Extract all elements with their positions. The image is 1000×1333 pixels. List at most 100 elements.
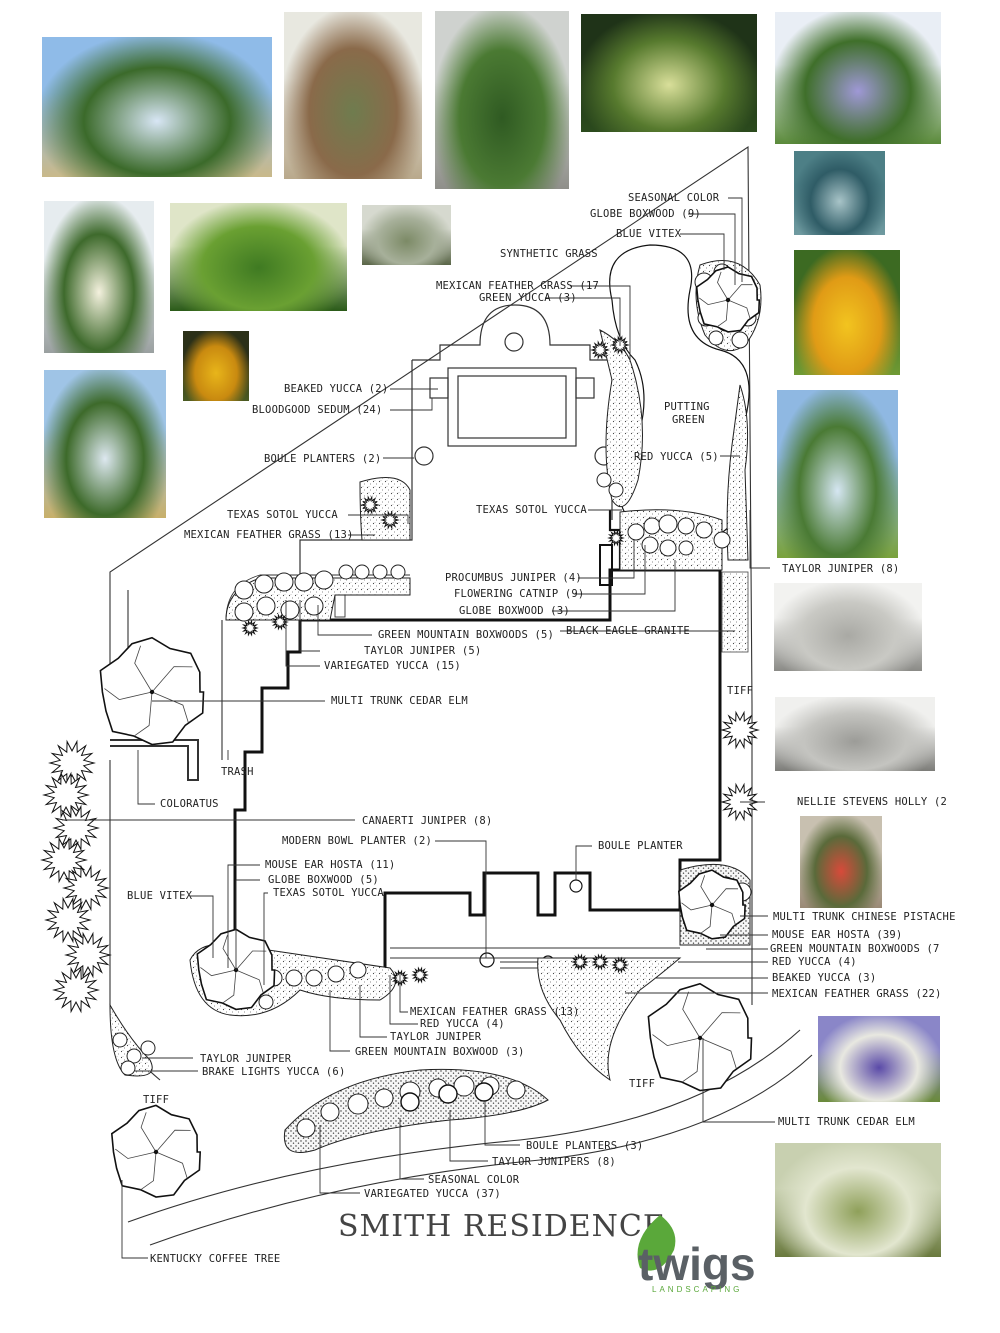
holly-symbol — [62, 864, 110, 912]
label-procumbus-juniper-4: PROCUMBUS JUNIPER (4) — [445, 572, 582, 584]
shrub-symbol — [305, 969, 323, 987]
shrub-symbol — [294, 572, 314, 592]
shrub-symbol — [112, 1032, 128, 1048]
label-modern-bowl-planter-2: MODERN BOWL PLANTER (2) — [282, 835, 432, 847]
photo-taylor-juniper — [777, 390, 898, 558]
label-boule-planters-2: BOULE PLANTERS (2) — [264, 453, 381, 465]
label-nellie-stevens-holly: NELLIE STEVENS HOLLY (2 — [797, 796, 947, 808]
label-seasonal-color-bottom: SEASONAL COLOR — [428, 1174, 520, 1186]
shrub-symbol — [285, 969, 303, 987]
holly-symbol — [590, 340, 610, 360]
label-mouse-ear-hosta-39: MOUSE EAR HOSTA (39) — [772, 929, 902, 941]
black-eagle-granite-strip — [721, 571, 749, 653]
shrub-symbol — [280, 600, 300, 620]
holly-symbol — [42, 771, 90, 819]
holly-symbols — [40, 335, 760, 1014]
twigs-logo: twigs LANDSCAPING — [637, 1215, 756, 1294]
photo-balled-yucca-plants — [284, 12, 422, 179]
label-taylor-junipers-8: TAYLOR JUNIPERS (8) — [492, 1156, 616, 1168]
shrub-symbol — [338, 564, 354, 580]
shrub-symbol — [659, 539, 677, 557]
photo-vitex-tree — [775, 12, 941, 144]
plan-title: SMITH RESIDENCE — [338, 1209, 666, 1244]
label-red-yucca-5: RED YUCCA (5) — [634, 451, 719, 463]
shrub-symbol — [658, 514, 678, 534]
tree-symbol — [695, 266, 761, 333]
shrub-symbol — [304, 596, 324, 616]
label-flowering-catnip-9: FLOWERING CATNIP (9) — [454, 588, 584, 600]
label-taylor-juniper-5: TAYLOR JUNIPER (5) — [364, 645, 481, 657]
tiff-label-2: TIFF — [629, 1078, 655, 1090]
shrub-symbol — [126, 1048, 142, 1064]
label-texas-sotol-yucca-center: TEXAS SOTOL YUCCA — [476, 504, 587, 516]
shrub-symbol — [254, 574, 274, 594]
shrub-symbol — [390, 564, 406, 580]
shrub-symbol — [374, 1088, 394, 1108]
holly-symbol — [48, 739, 96, 787]
shrub-symbol — [677, 517, 695, 535]
trash-label: TRASH — [221, 766, 254, 778]
label-green-mountain-boxwoods-7: GREEN MOUNTAIN BOXWOODS (7 — [770, 943, 940, 955]
tiff-label-1: TIFF — [727, 685, 753, 697]
shrub-symbol — [608, 482, 624, 498]
shrub-symbol — [296, 1118, 316, 1138]
synthetic-grass-label: SYNTHETIC GRASS — [500, 248, 598, 260]
photo-blue-hosta — [794, 151, 885, 235]
holly-symbol — [360, 495, 380, 515]
shrub-symbol — [140, 1040, 156, 1056]
shrub-symbol — [731, 331, 749, 349]
plant-labels: SEASONAL COLOR GLOBE BOXWOOD (9) BLUE VI… — [127, 192, 955, 1265]
tree-symbol — [99, 636, 205, 746]
label-black-eagle-granite: BLACK EAGLE GRANITE — [566, 625, 690, 637]
label-globe-boxwood-9: GLOBE BOXWOOD (9) — [590, 208, 701, 220]
label-brake-lights-yucca-6: BRAKE LIGHTS YUCCA (6) — [202, 1066, 345, 1078]
label-taylor-juniper-left: TAYLOR JUNIPER — [200, 1053, 292, 1065]
holly-symbol — [720, 710, 760, 750]
shrub-symbol — [641, 536, 659, 554]
photo-cone-boxwood — [435, 11, 569, 189]
boule-planter-symbol — [400, 1092, 420, 1112]
holly-symbol — [44, 896, 92, 944]
shrub-symbol — [678, 540, 694, 556]
shrub-symbol — [120, 1060, 136, 1076]
holly-symbol — [607, 529, 625, 547]
shrub-symbol — [234, 602, 254, 622]
tree-symbol — [110, 1104, 202, 1198]
label-mouse-ear-hosta-11: MOUSE EAR HOSTA (11) — [265, 859, 395, 871]
label-taylor-juniper-8: TAYLOR JUNIPER (8) — [782, 563, 899, 575]
label-mexican-feather-grass-13: MEXICAN FEATHER GRASS (13) — [184, 529, 354, 541]
leader-lines — [62, 197, 775, 1259]
shrub-symbol — [713, 531, 731, 549]
shrub-symbol — [327, 965, 345, 983]
label-red-yucca-4-right: RED YUCCA (4) — [772, 956, 857, 968]
holly-symbol — [241, 619, 259, 637]
photo-blooming-yucca — [44, 201, 154, 353]
photo-black-eyed-susan — [183, 331, 249, 401]
shrub-symbol — [453, 1075, 475, 1097]
label-multi-trunk-cedar-elm-top: MULTI TRUNK CEDAR ELM — [331, 695, 468, 707]
photo-yellow-daylily — [794, 250, 900, 375]
area-labels: SYNTHETIC GRASS PUTTING GREEN TIFF TIFF … — [143, 248, 753, 1106]
shrub-symbol — [347, 1093, 369, 1115]
label-canaerti-juniper-8: CANAERTI JUNIPER (8) — [362, 815, 492, 827]
label-boule-planters-3: BOULE PLANTERS (3) — [526, 1140, 643, 1152]
tiff-label-3: TIFF — [143, 1094, 169, 1106]
shrub-symbol — [256, 596, 276, 616]
shrub-symbol — [596, 472, 612, 488]
shrub-symbol — [320, 1102, 340, 1122]
shrub-symbol — [372, 564, 388, 580]
shrub-symbol — [354, 564, 370, 580]
putting-green-label-2: GREEN — [672, 414, 705, 426]
tree-symbols — [99, 266, 761, 1198]
label-blue-vitex-left: BLUE VITEX — [127, 890, 193, 902]
label-variegated-yucca-15: VARIEGATED YUCCA (15) — [324, 660, 461, 672]
label-green-mountain-boxwoods-5: GREEN MOUNTAIN BOXWOODS (5) — [378, 629, 554, 641]
holly-symbol — [591, 953, 609, 971]
label-seasonal-color-top: SEASONAL COLOR — [628, 192, 720, 204]
holly-symbol — [52, 804, 100, 852]
label-globe-boxwood-3: GLOBE BOXWOOD (3) — [459, 605, 570, 617]
label-blue-vitex-top: BLUE VITEX — [616, 228, 682, 240]
photo-round-planters — [774, 583, 922, 671]
shrub-symbol — [258, 994, 274, 1010]
